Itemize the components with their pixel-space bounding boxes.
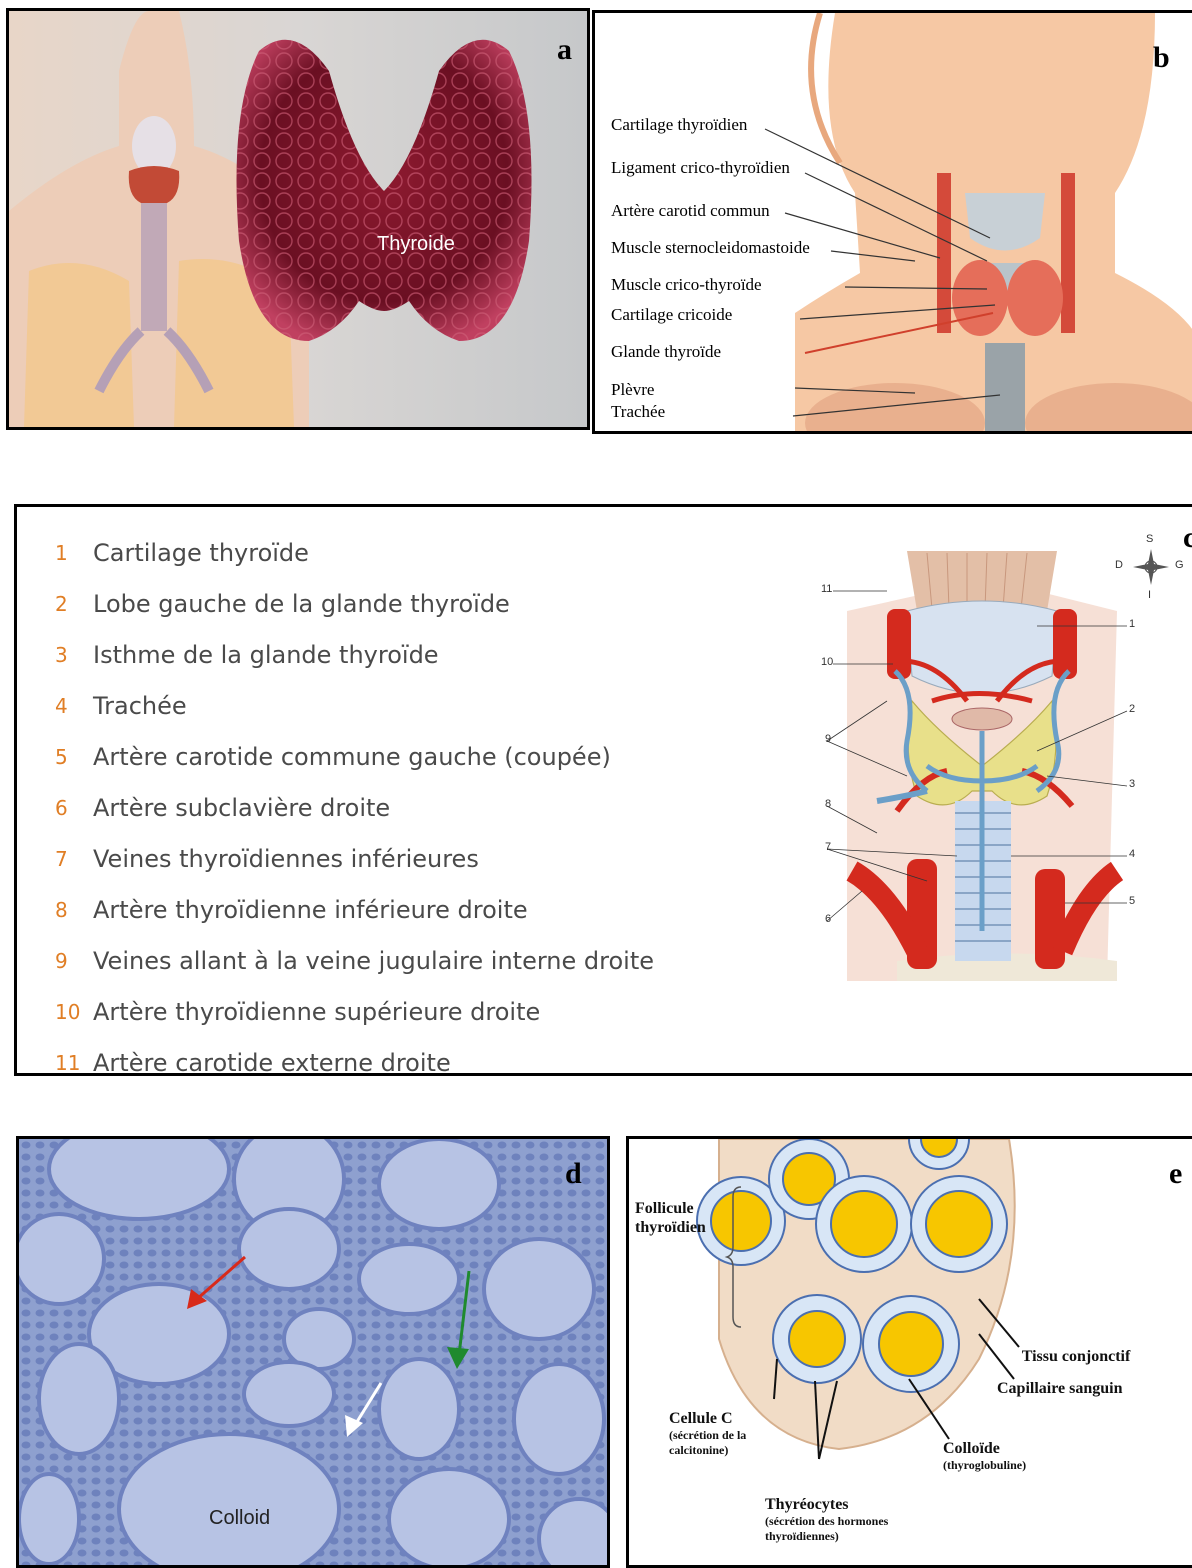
label-plevre: Plèvre: [611, 380, 654, 400]
label-cellule-c: Cellule C (sécrétion de la calcitonine): [669, 1409, 789, 1458]
panel-letter-c: c: [1183, 521, 1192, 555]
colloid-label: Colloid: [209, 1507, 270, 1530]
label-cartilage-cricoide: Cartilage cricoide: [611, 305, 732, 325]
panel-b-neck-anatomy: Cartilage thyroïdien Ligament crico-thyr…: [592, 10, 1192, 434]
label-glande-thyroide: Glande thyroïde: [611, 342, 721, 362]
compass-west: D: [1115, 559, 1123, 571]
panel-letter-b: b: [1153, 41, 1170, 75]
label-artere-carotid-commun: Artère carotid commun: [611, 201, 770, 221]
compass-icon: [1131, 547, 1171, 587]
diagram-number-8: 8: [825, 798, 831, 810]
compass-north: S: [1146, 533, 1153, 545]
panel-letter-d: d: [565, 1157, 582, 1191]
diagram-number-5: 5: [1129, 895, 1135, 907]
label-ligament-crico-thyroidien: Ligament crico-thyroïdien: [611, 158, 790, 178]
histology-micrograph: [19, 1139, 609, 1568]
label-tissu-conjonctif: Tissu conjonctif: [1021, 1347, 1131, 1366]
thyroid-vasculature-diagram: [807, 551, 1167, 991]
neck-anatomy-illustration: [595, 13, 1192, 433]
diagram-number-1: 1: [1129, 618, 1135, 630]
diagram-number-10: 10: [821, 656, 833, 668]
panel-letter-a: a: [557, 33, 572, 67]
panel-letter-e: e: [1169, 1157, 1182, 1191]
label-muscle-sternocleidomastoide: Muscle sternocleidomastoide: [611, 238, 810, 258]
label-trachee: Trachée: [611, 402, 665, 422]
thyroid-3d-illustration: [9, 11, 587, 427]
diagram-number-6: 6: [825, 913, 831, 925]
diagram-number-11: 11: [821, 583, 832, 595]
diagram-number-9: 9: [825, 733, 831, 745]
label-cartilage-thyroidien: Cartilage thyroïdien: [611, 115, 747, 135]
diagram-number-3: 3: [1129, 778, 1135, 790]
diagram-number-2: 2: [1129, 703, 1135, 715]
label-colloide: Colloïde (thyroglobuline): [943, 1439, 1073, 1473]
thyroid-label: Thyroide: [377, 233, 455, 256]
compass-east: G: [1175, 559, 1184, 571]
panel-e-follicle-diagram: Follicule thyroïdien Tissu conjonctif Ca…: [626, 1136, 1192, 1568]
label-capillaire-sanguin: Capillaire sanguin: [997, 1379, 1123, 1398]
label-thyreocytes: Thyréocytes (sécrétion des hormones thyr…: [765, 1495, 935, 1544]
label-follicule-thyroidien: Follicule thyroïdien: [635, 1199, 729, 1237]
diagram-number-4: 4: [1129, 848, 1135, 860]
compass-south: I: [1148, 589, 1151, 601]
panel-d-histology: Colloid d: [16, 1136, 610, 1568]
diagram-number-7: 7: [825, 841, 831, 853]
label-muscle-crico-thyroide: Muscle crico-thyroïde: [611, 275, 762, 295]
panel-a-thyroid-illustration: Thyroide a: [6, 8, 590, 430]
